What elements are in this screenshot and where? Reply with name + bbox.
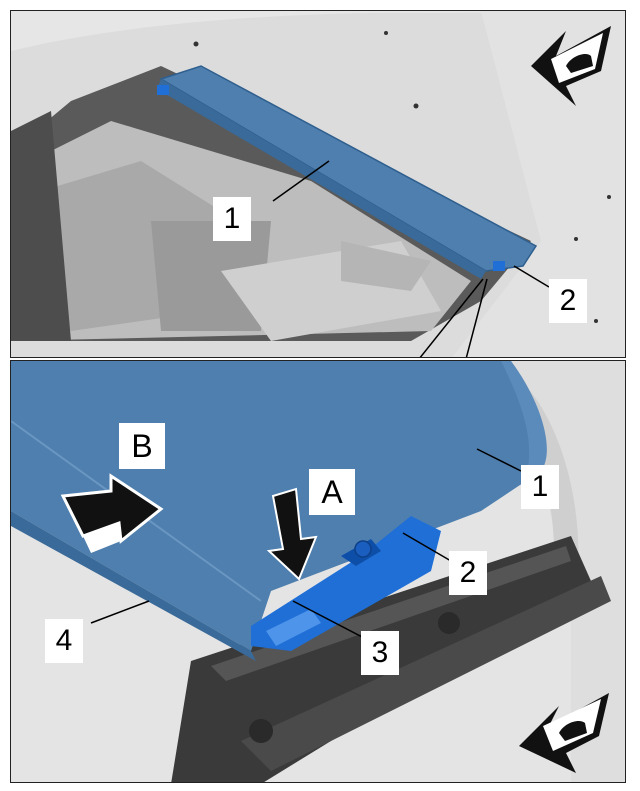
callout-1: 1 bbox=[521, 465, 559, 509]
arrow-b-icon bbox=[60, 473, 164, 553]
overview-panel: 1 2 bbox=[10, 10, 626, 358]
callout-2: 2 bbox=[549, 279, 587, 323]
callout-b: B bbox=[119, 423, 165, 469]
callout-a: A bbox=[309, 469, 355, 515]
callout-1: 1 bbox=[213, 197, 251, 241]
arrow-a-icon bbox=[266, 487, 318, 581]
clip-right bbox=[493, 261, 505, 271]
callout-2: 2 bbox=[449, 551, 487, 595]
vehicle-direction-arrow-icon bbox=[519, 693, 609, 773]
detail-panel: B A 1 2 3 4 bbox=[10, 360, 626, 783]
overview-illustration bbox=[11, 11, 625, 357]
detail-illustration bbox=[11, 361, 625, 782]
clip-left bbox=[157, 85, 169, 95]
vehicle-direction-arrow-icon bbox=[531, 26, 611, 106]
callout-4: 4 bbox=[45, 619, 83, 663]
callout-3: 3 bbox=[361, 631, 399, 675]
